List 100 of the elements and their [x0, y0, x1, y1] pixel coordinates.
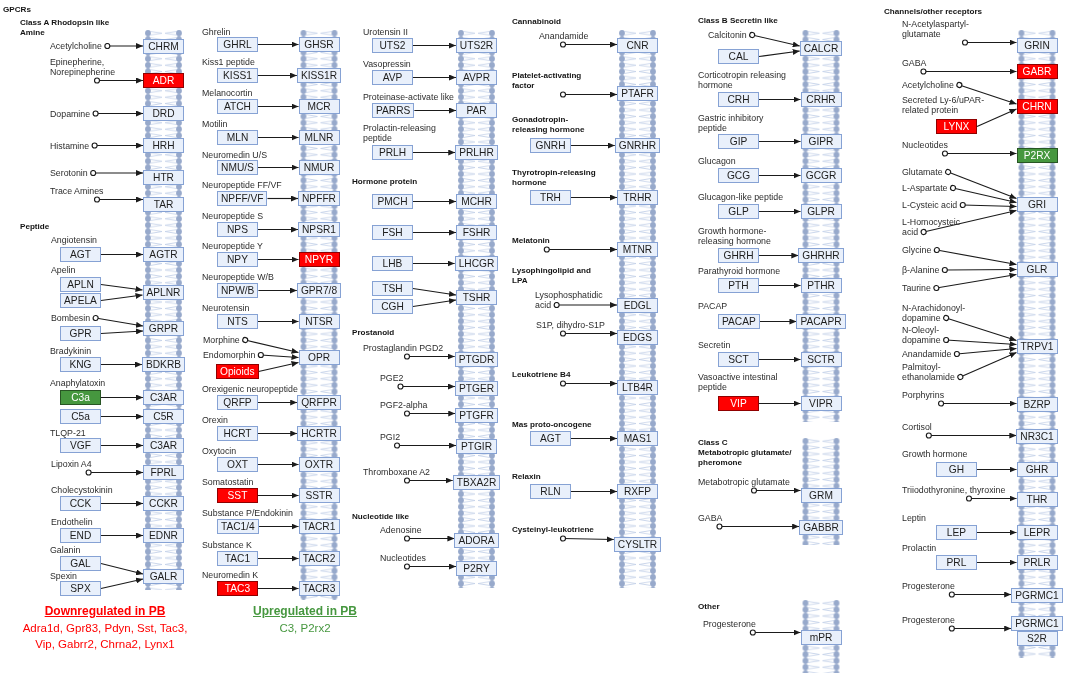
ligand-box: CCK [60, 496, 101, 511]
arrow [93, 196, 144, 203]
ligand-box: CAL [718, 49, 759, 64]
ligand-label: PGI2 [380, 432, 401, 442]
section-heading: Other [698, 602, 720, 612]
arrow [257, 226, 299, 233]
arrow [104, 42, 144, 50]
receptor-box: PACAPR [796, 314, 846, 329]
arrow [92, 110, 144, 117]
receptor-box: CNR [617, 38, 658, 53]
arrow [758, 48, 801, 58]
ligand-label: Melatonin [512, 236, 550, 246]
arrow [948, 591, 1012, 598]
ligand-box: MLN [217, 130, 258, 145]
ligand-box: NPY [217, 252, 258, 267]
arrow [938, 400, 1018, 407]
arrow [412, 42, 457, 49]
receptor-box: TACR3 [298, 581, 340, 596]
receptor-box: GABR [1016, 64, 1058, 79]
ligand-caption: Proteinase-activate like [363, 91, 454, 102]
section-heading: Relaxin [512, 472, 541, 482]
arrow [257, 351, 300, 361]
arrow [100, 577, 144, 590]
ligand-label: Progesterone [902, 581, 955, 591]
receptor-box: CHRM [143, 39, 184, 54]
ligand-box: AGT [60, 247, 101, 262]
receptor-box: MCR [298, 99, 340, 114]
arrow [933, 246, 1018, 267]
ligand-label: Glutamate [902, 167, 943, 177]
receptor-box: PGRMC1 [1011, 588, 1063, 603]
ligand-label: N-Arachidonoyl-dopamine [902, 303, 967, 323]
ligand-box: QRFP [217, 395, 258, 410]
arrow [941, 150, 1018, 157]
ligand-caption: Glucagon [698, 156, 736, 166]
arrow [959, 201, 1018, 210]
arrow [100, 251, 144, 258]
ligand-caption: Neuropeptide FF/VF [202, 180, 282, 190]
receptor-box: AVPR [456, 70, 497, 85]
arrow [258, 523, 300, 530]
receptor-box: GLR [1016, 262, 1058, 277]
arrow [559, 380, 618, 387]
arrow [93, 77, 144, 84]
ligand-label: Anandamide [539, 31, 589, 41]
arrow [257, 103, 300, 110]
ligand-box: TAC1 [217, 551, 258, 566]
receptor-box: NMUR [298, 160, 340, 175]
ligand-label: Histamine [50, 140, 90, 151]
receptor-box: TAR [143, 197, 184, 212]
ligand-label: PGE2 [380, 373, 404, 383]
ligand-label: Calcitonin [708, 30, 747, 40]
receptor-box: TRPV1 [1016, 339, 1058, 354]
ligand-label: GABA [698, 513, 723, 523]
receptor-box: FSHR [456, 225, 497, 240]
arrow [257, 164, 300, 171]
receptor-box: GHR [1016, 462, 1058, 477]
gene-list: C3, P2rx2 [279, 620, 331, 636]
arrow [397, 383, 456, 390]
ligand-label: Trace Amines [50, 186, 104, 196]
arrow [749, 31, 801, 48]
receptor-box: C5R [143, 409, 184, 424]
ligand-caption: Secretin [698, 340, 731, 350]
arrow [976, 529, 1018, 536]
ligand-box: PACAP [718, 314, 760, 329]
arrow [92, 314, 144, 328]
arrow [91, 142, 144, 149]
arrow [100, 562, 144, 576]
ligand-caption: Vasopressin [363, 58, 411, 69]
arrow [758, 356, 802, 363]
ligand-label: Prostaglandin PGD2 [363, 343, 444, 353]
receptor-box: OPR [298, 350, 340, 365]
ligand-box: Opioids [216, 364, 259, 379]
arrow [257, 72, 298, 79]
ligand-label: Thromboxane A2 [363, 467, 430, 477]
ligand-caption: Cholecystokinin [51, 485, 113, 495]
arrow [257, 492, 300, 499]
arrow [403, 563, 457, 570]
ligand-box: NPS [217, 222, 258, 237]
receptor-box: NPSR1 [298, 222, 340, 237]
ligand-caption: PACAP [698, 301, 728, 311]
ligand-caption: Neuromedin U/S [202, 149, 268, 160]
arrow [257, 399, 298, 406]
ligand-caption: Neuropeptide W/B [202, 272, 274, 282]
section-heading: Cannabinoid [512, 17, 561, 27]
arrow [412, 287, 457, 297]
arrow [961, 39, 1018, 46]
ligand-box: GHRH [718, 248, 759, 263]
ligand-box: RLN [530, 484, 571, 499]
receptor-box: HCRTR [297, 426, 341, 441]
ligand-caption: Urotensin II [363, 26, 408, 37]
ligand-label: Taurine [902, 283, 931, 293]
arrow [933, 272, 1018, 292]
arrow [257, 585, 300, 592]
ligand-box: GAL [60, 556, 101, 571]
ligand-box: KISS1 [217, 68, 258, 83]
ligand-label: Lysophosphatidic acid [535, 290, 604, 310]
ligand-box: CRH [718, 92, 759, 107]
ligand-label: Anandamide [902, 349, 952, 359]
ligand-box: SPX [60, 581, 101, 596]
ligand-box: PRL [936, 555, 977, 570]
receptor-box: LHCGR [454, 256, 499, 271]
